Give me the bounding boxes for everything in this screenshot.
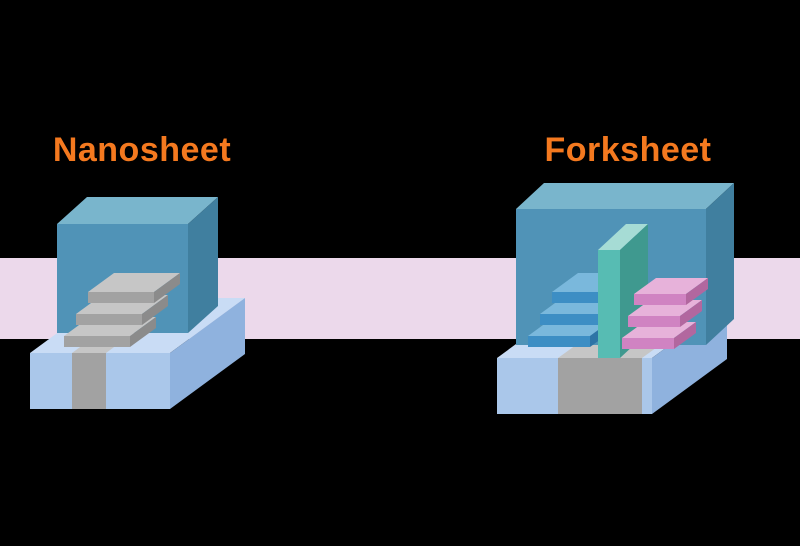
forksheet-wall-front-face: [598, 250, 620, 358]
nanosheet-gate-top-face: [57, 197, 218, 224]
forksheet-label: Forksheet: [544, 131, 712, 169]
nanosheet-sheet-stack: [64, 273, 180, 347]
nanosheet-sheet-3-front-face: [88, 292, 154, 303]
forksheet-gate-top-face: [516, 183, 734, 209]
nanosheet-sheet-3-top-face: [88, 273, 180, 292]
nanosheet-fin-front-face: [72, 353, 106, 409]
forksheet-trench-front-face: [558, 358, 642, 414]
forksheet-gate-side-face: [706, 183, 734, 345]
nanosheet-structure: [30, 197, 245, 409]
forksheet-pink-sheet-2-side-face: [680, 300, 702, 327]
forksheet-pink-sheet-1-side-face: [674, 322, 696, 349]
nanosheet-sheet-1-front-face: [64, 336, 130, 347]
forksheet-pink-sheet-3: [634, 278, 708, 305]
forksheet-pink-sheet-3-front-face: [634, 294, 686, 305]
nanosheet-substrate-side-face: [170, 298, 245, 409]
forksheet-pink-sheet-stack: [622, 278, 708, 349]
forksheet-pink-sheet-3-side-face: [686, 278, 708, 305]
forksheet-blue-sheet-1-front-face: [528, 336, 590, 347]
forksheet-structure: [497, 183, 734, 414]
forksheet-dielectric-wall: [598, 224, 648, 358]
nanosheet-sheet-3: [88, 273, 180, 303]
nanosheet-sheet-1-side-face: [130, 317, 156, 347]
forksheet-pink-sheet-2-front-face: [628, 316, 680, 327]
nanosheet-label: Nanosheet: [52, 131, 232, 169]
forksheet-pink-sheet-3-top-face: [634, 278, 708, 294]
nanosheet-sheet-2-front-face: [76, 314, 142, 325]
forksheet-wall-top-face: [598, 224, 648, 250]
forksheet-blue-sheet-2-front-face: [540, 314, 602, 325]
nanosheet-sheet-2-side-face: [142, 295, 168, 325]
nanosheet-gate-side-face: [188, 197, 218, 333]
forksheet-pink-sheet-1-front-face: [622, 338, 674, 349]
nanosheet-sheet-3-side-face: [154, 273, 180, 303]
